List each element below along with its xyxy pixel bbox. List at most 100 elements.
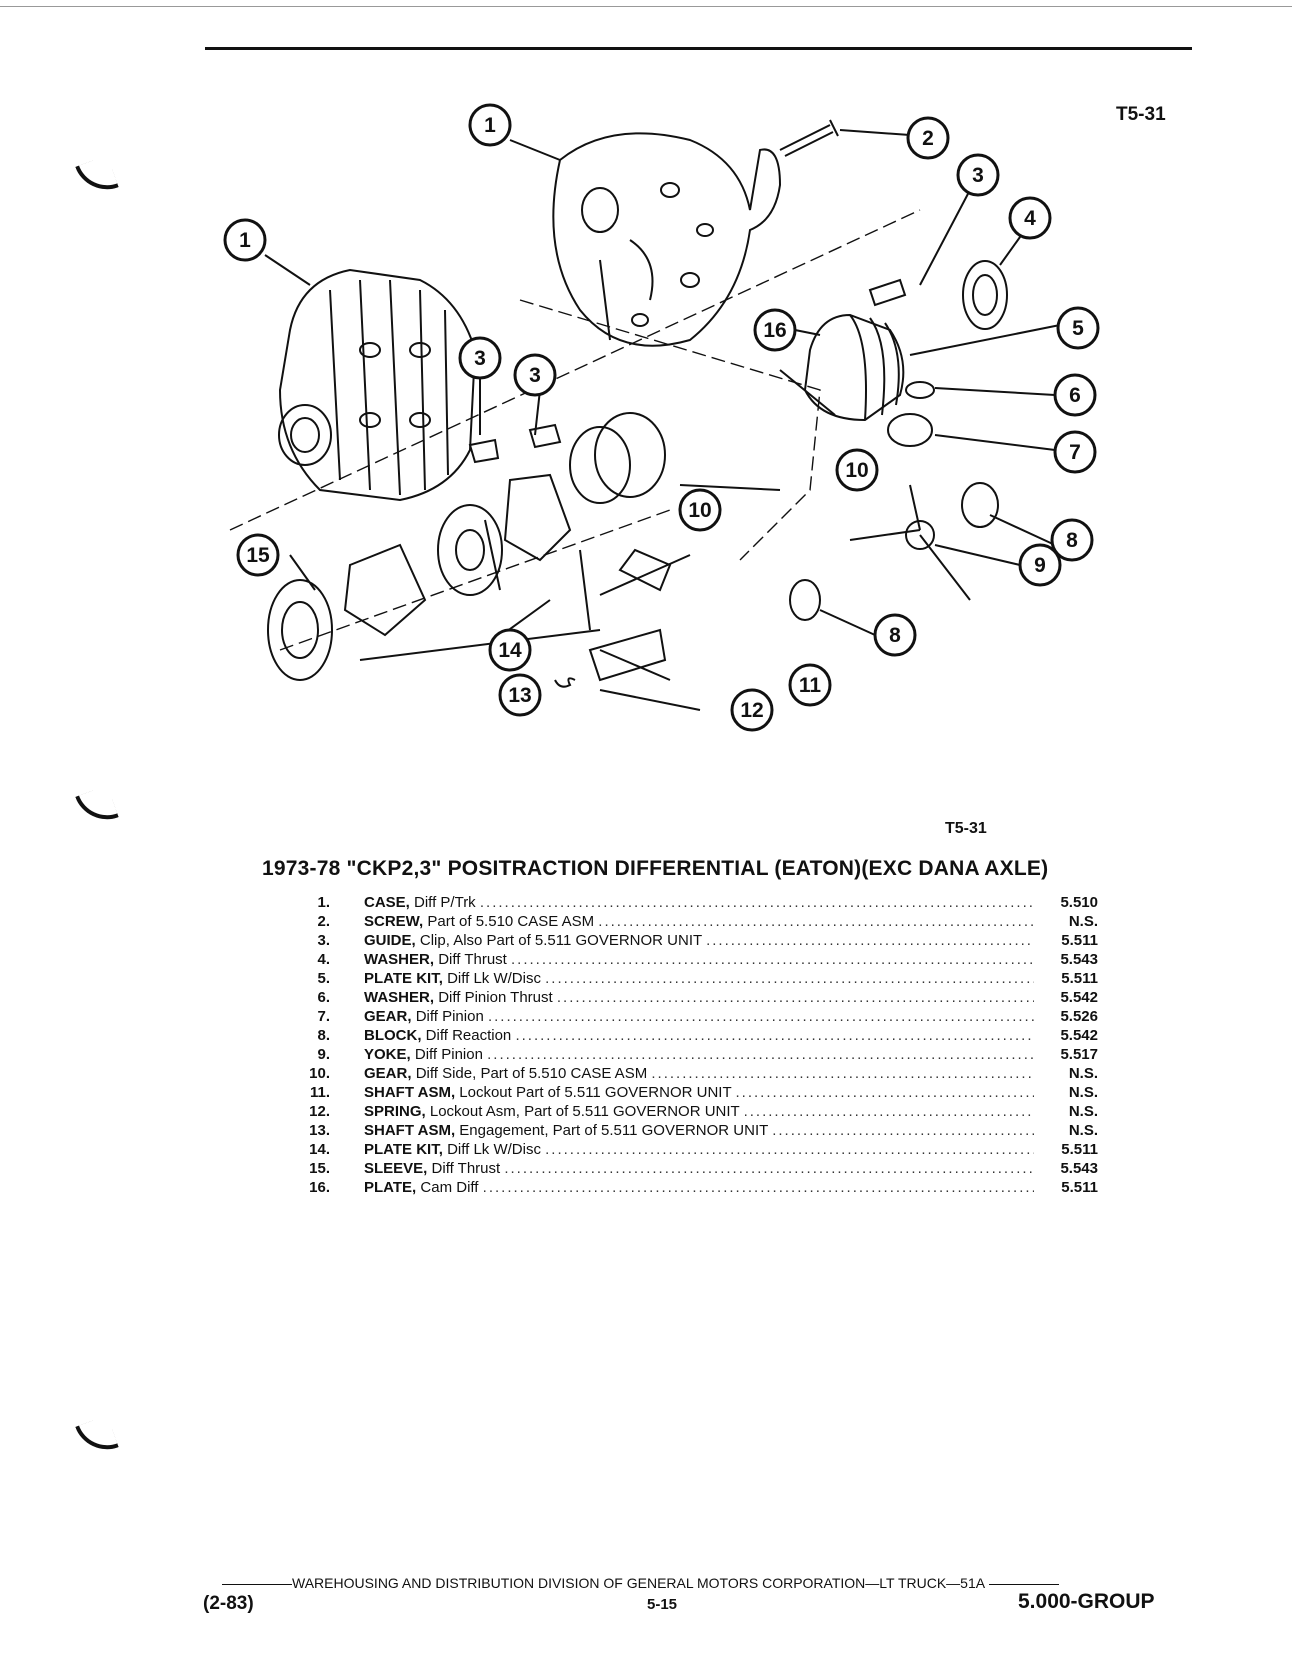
- part-name: GEAR,: [364, 1008, 412, 1025]
- header-rule: [205, 47, 1192, 50]
- part-number: 10.: [309, 1065, 330, 1082]
- part-number: 7.: [317, 1008, 330, 1025]
- part-description: SLEEVE, Diff Thrust ....................…: [364, 1159, 1034, 1178]
- parts-row: 10.GEAR, Diff Side, Part of 5.510 CASE A…: [278, 1064, 1098, 1083]
- part-number: 12.: [309, 1103, 330, 1120]
- part-description: SCREW, Part of 5.510 CASE ASM ..........…: [364, 912, 1034, 931]
- part-number: 14.: [309, 1141, 330, 1158]
- svg-text:8: 8: [1066, 529, 1078, 552]
- leader-dots: ........................................…: [479, 894, 1034, 911]
- part-detail: Diff Thrust: [438, 951, 507, 968]
- callout-13: 13: [498, 673, 542, 717]
- callout-15: 15: [236, 533, 280, 577]
- callout-14: 14: [488, 628, 532, 672]
- part-detail: Lockout Part of 5.511 GOVERNOR UNIT: [459, 1084, 732, 1101]
- part-group: 5.517: [1060, 1046, 1098, 1063]
- callout-11: 11: [788, 663, 832, 707]
- leader-dots: ........................................…: [487, 1008, 1034, 1025]
- svg-text:16: 16: [763, 319, 786, 342]
- case-left-drawing: [278, 268, 477, 502]
- part-detail: Diff Lk W/Disc: [447, 970, 541, 987]
- part-group: 5.510: [1060, 894, 1098, 911]
- callout-7: 7: [1053, 430, 1097, 474]
- part-number: 9.: [317, 1046, 330, 1063]
- svg-text:11: 11: [799, 674, 822, 697]
- part-name: SHAFT ASM,: [364, 1084, 456, 1101]
- part-number: 15.: [309, 1160, 330, 1177]
- svg-text:9: 9: [1034, 554, 1046, 577]
- screw-drawing: [779, 119, 839, 157]
- part-detail: Diff Reaction: [425, 1027, 512, 1044]
- leader-dots: ........................................…: [735, 1084, 1034, 1101]
- reaction-block-drawing: [961, 482, 999, 528]
- part-name: BLOCK,: [364, 1027, 422, 1044]
- svg-text:3: 3: [474, 347, 486, 370]
- svg-text:10: 10: [845, 459, 868, 482]
- part-name: CASE,: [364, 894, 410, 911]
- part-group: 5.542: [1060, 989, 1098, 1006]
- callout-10-a: 10: [835, 448, 879, 492]
- parts-row: 9.YOKE, Diff Pinion ....................…: [278, 1045, 1098, 1064]
- part-group: 5.543: [1060, 1160, 1098, 1177]
- part-description: PLATE, Cam Diff ........................…: [364, 1178, 1034, 1197]
- page-number: 5-15: [647, 1596, 678, 1613]
- callout-1-a: 1: [468, 103, 512, 147]
- part-group: 5.542: [1060, 1027, 1098, 1044]
- part-number: 2.: [317, 913, 330, 930]
- svg-text:7: 7: [1069, 441, 1081, 464]
- callout-1-b: 1: [223, 218, 267, 262]
- callout-9: 9: [1018, 543, 1062, 587]
- binder-hole-mark: [75, 785, 119, 829]
- parts-row: 15. SLEEVE, Diff Thrust .................…: [278, 1159, 1098, 1178]
- part-group: N.S.: [1068, 1084, 1098, 1101]
- part-detail: Engagement, Part of 5.511 GOVERNOR UNIT: [459, 1122, 769, 1139]
- svg-text:15: 15: [246, 544, 270, 567]
- footer-division-line: WAREHOUSING AND DISTRIBUTION DIVISION OF…: [222, 1575, 1182, 1591]
- part-group: 5.543: [1060, 951, 1098, 968]
- part-name: SCREW,: [364, 913, 424, 930]
- leader-dots: ........................................…: [545, 970, 1034, 987]
- parts-row: 1. CASE, Diff P/Trk .....................…: [278, 893, 1098, 912]
- part-number: 5.: [317, 970, 330, 987]
- group-number: 5.000-GROUP: [1018, 1590, 1155, 1613]
- part-name: PLATE KIT,: [364, 970, 443, 987]
- part-number: 1.: [317, 894, 330, 911]
- parts-row: 11. SHAFT ASM, Lockout Part of 5.511 GOVE…: [278, 1083, 1098, 1102]
- part-detail: Diff P/Trk: [414, 894, 476, 911]
- svg-text:14: 14: [498, 639, 522, 662]
- side-gear-drawing: [569, 426, 631, 504]
- callout-3-a: 3: [956, 153, 1000, 197]
- part-detail: Diff Lk W/Disc: [447, 1141, 541, 1158]
- leader-dots: ........................................…: [545, 1141, 1034, 1158]
- binder-hole-mark: [75, 155, 119, 199]
- scan-edge-line: [0, 6, 1292, 7]
- part-group: N.S.: [1068, 1103, 1098, 1120]
- parts-row: 2. SCREW, Part of 5.510 CASE ASM ........…: [278, 912, 1098, 931]
- lockout-shaft-drawing: [588, 628, 667, 682]
- callout-8-b: 8: [873, 613, 917, 657]
- leader-dots: ........................................…: [556, 989, 1034, 1006]
- part-group: 5.511: [1061, 1179, 1098, 1196]
- leader-dots: ........................................…: [706, 932, 1034, 949]
- part-number: 11.: [309, 1084, 330, 1101]
- part-detail: Diff Pinion: [414, 1046, 483, 1063]
- part-detail: Cam Diff: [420, 1179, 479, 1196]
- revision-date: (2-83): [203, 1593, 254, 1614]
- engagement-shaft-drawing: [599, 548, 691, 596]
- part-number: 6.: [317, 989, 330, 1006]
- part-group: 5.511: [1061, 932, 1098, 949]
- section-title: 1973-78 "CKP2,3" POSITRACTION DIFFERENTI…: [262, 857, 1049, 880]
- leader-dots: ........................................…: [772, 1122, 1034, 1139]
- svg-text:1: 1: [239, 229, 251, 252]
- leader-dots: ........................................…: [651, 1065, 1034, 1082]
- svg-text:4: 4: [1024, 207, 1036, 230]
- parts-row: 3.GUIDE, Clip, Also Part of 5.511 GOVERN…: [278, 931, 1098, 950]
- part-detail: Part of 5.510 CASE ASM: [427, 913, 595, 930]
- part-name: WASHER,: [364, 989, 435, 1006]
- part-description: GUIDE, Clip, Also Part of 5.511 GOVERNOR…: [364, 931, 1034, 950]
- parts-row: 16.PLATE, Cam Diff .....................…: [278, 1178, 1098, 1197]
- callout-3-c: 3: [513, 353, 557, 397]
- pinion-gear-drawing: [887, 413, 933, 447]
- parts-row: 12.SPRING, Lockout Asm, Part of 5.511 GO…: [278, 1102, 1098, 1121]
- figure-code-top: T5-31: [1116, 104, 1166, 125]
